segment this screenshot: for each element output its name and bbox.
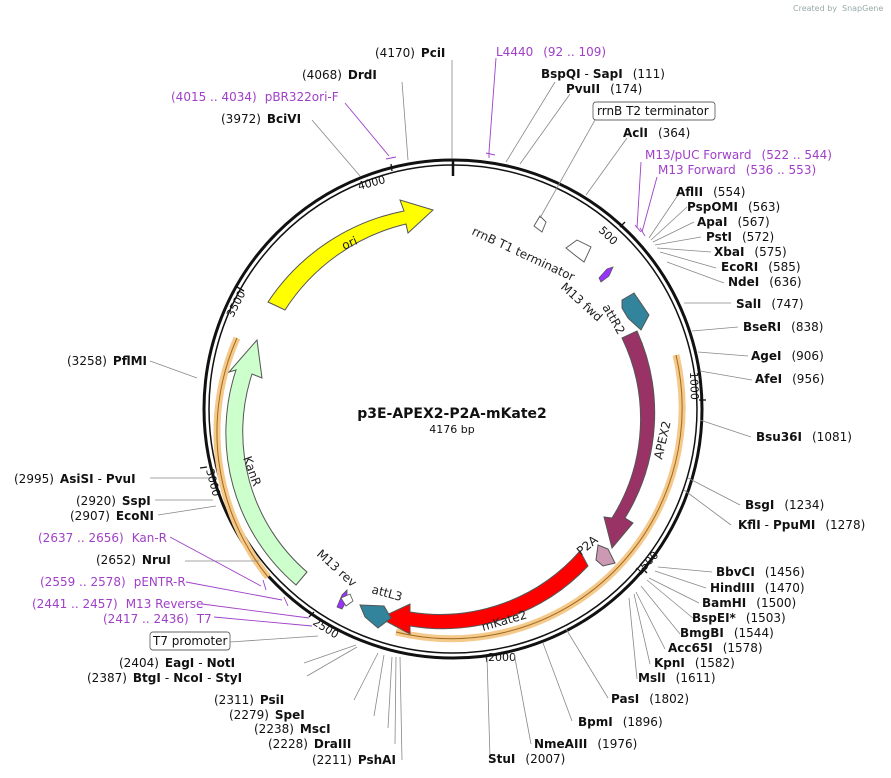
rrnb-t2-arrow [533, 215, 547, 233]
enzyme-bbvci: BbvCI(1456) [716, 565, 805, 579]
enzyme-stui: StuI(2007) [488, 752, 565, 766]
m13rev-label: M13 rev [314, 547, 359, 590]
enzyme-bmgbi: BmgBI(1544) [680, 626, 774, 640]
snapgene-logo: SnapGene [842, 4, 883, 13]
svg-text:T7 promoter: T7 promoter [152, 634, 228, 648]
kanr-arrow [225, 338, 308, 586]
svg-text:rrnB T2 terminator: rrnB T2 terminator [597, 104, 709, 118]
tick-mark-2500 [308, 611, 315, 618]
primer-pentr-r: (2559 .. 2578)pENTR-R [40, 575, 186, 589]
enzyme-bsu36i: Bsu36I(1081) [756, 430, 852, 444]
tick-mark-1500 [641, 567, 648, 574]
primer-leaders [169, 57, 658, 627]
enzyme-psti: PstI(572) [706, 230, 774, 244]
enzyme-bamhi: BamHI(1500) [702, 596, 796, 610]
primer-t7: (2417 .. 2436)T7 [103, 612, 212, 626]
enzyme-xbai: XbaI(575) [714, 245, 787, 259]
apex2-arrow [603, 330, 656, 550]
enzyme-drdi: (4068)DrdI [302, 68, 377, 82]
enzyme-bspqi-sapi: BspQI-SapI(111) [541, 67, 665, 81]
tick-mark-4000 [390, 163, 393, 172]
enzyme-acc65i: Acc65I(1578) [668, 641, 763, 655]
plasmid-name: p3E-APEX2-P2A-mKate2 [357, 406, 547, 422]
enzyme-aflii: AflII(554) [676, 185, 745, 199]
enzyme-bsgi: BsgI(1234) [745, 498, 824, 512]
enzyme-nrui: (2652)NruI [96, 553, 171, 567]
small-feature-arrow [340, 593, 354, 607]
attr2-arrow [621, 292, 650, 331]
rrnb-t2-terminator-box: rrnB T2 terminator [592, 101, 716, 121]
rrnb-t1-label: rrnB T1 terminator [470, 224, 577, 284]
enzyme-bpmi: BpmI(1896) [578, 715, 663, 729]
primer-m13-forward: M13 Forward(536 .. 553) [658, 163, 816, 177]
tick-mark-500 [619, 221, 626, 228]
enzyme-apai: ApaI(567) [697, 215, 770, 229]
enzyme-draiii: (2228)DraIII [268, 737, 351, 751]
enzyme-eagi-noti: (2404)EagI-NotI [119, 656, 235, 670]
enzyme-msci: (2238)MscI [254, 722, 331, 736]
p2a-arrow [595, 544, 616, 567]
ori-arrow [267, 199, 434, 311]
enzyme-pasi: PasI(1802) [611, 692, 689, 706]
enzyme-bcivi: (3972)BciVI [221, 112, 301, 126]
enzyme-asisi-pvui: (2995)AsiSI-PvuI [14, 472, 136, 486]
rrnb-t2-leader [539, 119, 596, 219]
enzyme-ecori: EcoRI(585) [721, 260, 801, 274]
enzyme-agei: AgeI(906) [751, 349, 824, 363]
tick-1000: 1000 [687, 372, 701, 400]
enzyme-ndei: NdeI(636) [728, 275, 802, 289]
enzyme-sali: SalI(747) [736, 297, 804, 311]
enzyme-pshai: (2211)PshAI [312, 753, 396, 767]
t7-promoter-leader [229, 635, 319, 643]
enzyme-hindiii: HindIII(1470) [710, 581, 805, 595]
attl3-arrow [359, 604, 392, 629]
primer-pbr322ori-f: (4015 .. 4034)pBR322ori-F [171, 90, 339, 104]
enzyme-btgi-ncoi-styi: (2387)BtgI-NcoI-StyI [87, 671, 242, 685]
primer-m13-puc-forward: M13/pUC Forward(522 .. 544) [645, 148, 832, 162]
enzyme-msli: MslI(1611) [638, 671, 716, 685]
ori-label: ori [340, 234, 360, 253]
enzyme-bspei: BspEI*(1503) [692, 611, 786, 625]
enzyme-sspi: (2920)SspI [76, 494, 151, 508]
enzyme-pvuii: PvuII(174) [566, 82, 642, 96]
enzyme-pspomi: PspOMI(563) [687, 200, 780, 214]
tick-mark-3000 [199, 466, 208, 469]
tick-mark-3500 [236, 286, 245, 292]
enzyme-pcii: (4170)PciI [375, 46, 445, 60]
t7-promoter-box: T7 promoter [149, 631, 231, 651]
enzyme-nmeaiii: NmeAIII(1976) [534, 737, 637, 751]
enzyme-bseri: BseRI(838) [743, 320, 823, 334]
enzyme-acli: AclI(364) [623, 126, 690, 140]
rrnb-t1-arrow [565, 239, 592, 263]
tick-2500: 2500 [310, 616, 341, 642]
enzyme-econi: (2907)EcoNI [70, 509, 154, 523]
kanr-highlight-line [216, 337, 269, 578]
attl3-label: attL3 [370, 582, 404, 604]
credit-text: Created by [793, 4, 837, 13]
primer-m13-reverse: (2441 .. 2457)M13 Reverse [32, 597, 203, 611]
enzyme-spei: (2279)SpeI [229, 708, 305, 722]
primer-kan-r: (2637 .. 2656)Kan-R [38, 531, 167, 545]
enzyme-afei: AfeI(956) [755, 372, 824, 386]
enzyme-pflmi: (3258)PflMI [67, 354, 147, 368]
enzyme-kfli-ppumi: KflI-PpuMI(1278) [738, 518, 865, 532]
plasmid-length: 4176 bp [429, 423, 474, 436]
enzyme-psii: (2311)PsiI [214, 693, 284, 707]
mkate2-arrow [378, 550, 589, 635]
apex2-highlight-line [395, 354, 683, 640]
enzyme-kpni: KpnI(1582) [654, 656, 735, 670]
m13fwd-label: M13 fwd [558, 280, 605, 324]
primer-l4440: L4440(92 .. 109) [496, 45, 606, 59]
m13fwd-arrow [598, 266, 614, 283]
enzyme-leaders [149, 60, 753, 761]
tick-2000: 2000 [488, 651, 516, 664]
